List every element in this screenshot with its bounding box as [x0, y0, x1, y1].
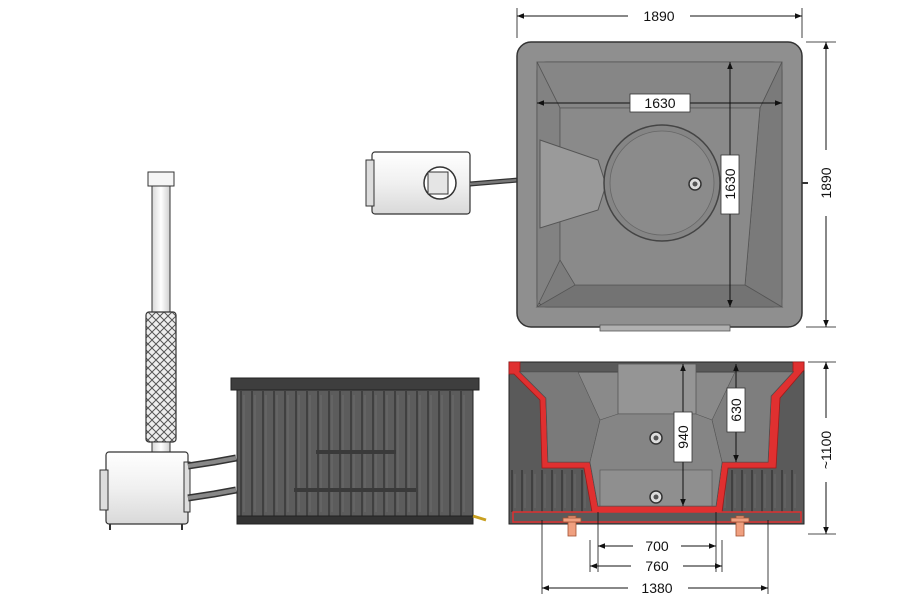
- dim-label-700: 700: [645, 538, 669, 554]
- dim-label-760: 760: [645, 558, 669, 574]
- dimension-section-height: ~1100: [808, 361, 836, 535]
- dimension-bottom-1380: 1380: [541, 520, 769, 596]
- wooden-tub-side-view: [230, 377, 487, 525]
- dimension-inner-width: 1630: [537, 93, 782, 113]
- dim-label-1890-height: 1890: [818, 167, 834, 198]
- dim-label-1890-width: 1890: [643, 8, 674, 24]
- dim-label-1100: ~1100: [818, 431, 834, 469]
- dimension-inner-height: 1630: [720, 62, 740, 307]
- heater-side-view: [99, 451, 237, 530]
- dim-label-630: 630: [728, 398, 744, 422]
- dimension-bottom-700: 700: [597, 512, 717, 572]
- dim-label-1630-width: 1630: [644, 95, 675, 111]
- dimension-top-width: 1890: [516, 8, 803, 38]
- top-view: 1890 1890 1630 1630: [365, 8, 836, 332]
- dimension-top-height: 1890: [806, 41, 836, 328]
- section-view: 940 630 ~1100 700: [508, 361, 836, 596]
- heater-top-view: [365, 151, 519, 215]
- dim-label-940: 940: [675, 425, 691, 449]
- tub-top-view: [516, 41, 808, 332]
- side-view: [99, 171, 487, 530]
- dimension-footwell-depth: 630: [726, 364, 746, 462]
- dimension-bottom-760: 760: [589, 540, 723, 574]
- dim-label-1380: 1380: [641, 580, 672, 596]
- dimension-seat-depth: 940: [673, 364, 693, 506]
- dim-label-1630-height: 1630: [722, 168, 738, 199]
- chimney: [145, 171, 177, 455]
